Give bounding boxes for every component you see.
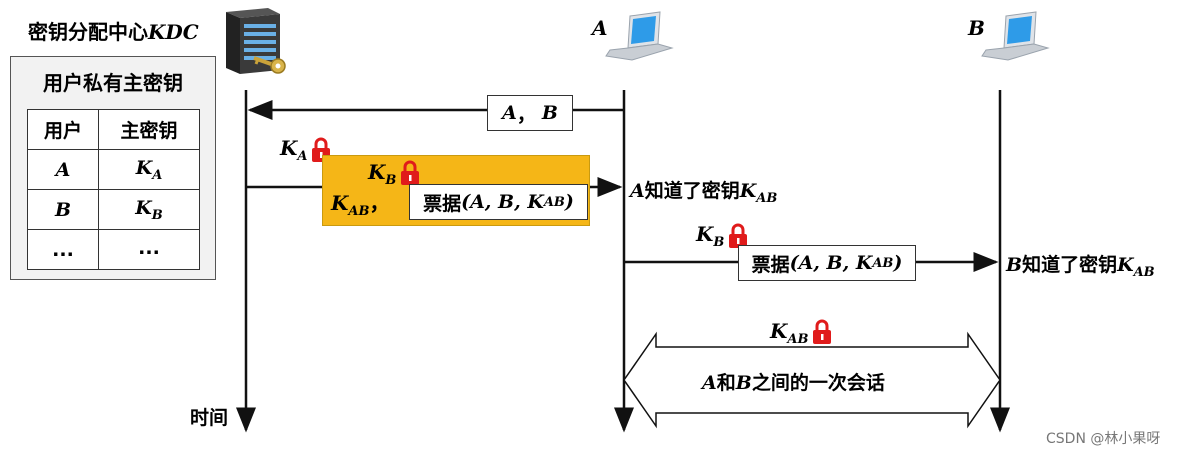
watermark: CSDN @林小果呀: [1046, 431, 1161, 447]
b-knows-label: B知道了密钥KAB: [1006, 254, 1155, 280]
lock-icon: [813, 319, 831, 344]
time-axis-label: 时间: [190, 407, 229, 429]
lock-icon: [729, 223, 747, 248]
cell-key: KB: [98, 189, 200, 230]
master-key-panel: 用户私有主密钥 用户 主密钥 A KA B KB ... ...: [10, 56, 216, 280]
ticket-key-label: KB: [696, 222, 725, 250]
table-row: ... ...: [27, 229, 200, 270]
table-row: A KA: [27, 149, 200, 190]
laptop-a-icon: [605, 11, 674, 61]
table-row: B KB: [27, 189, 200, 230]
lock-icon: [401, 160, 419, 185]
cell-user: A: [27, 149, 99, 190]
session-key-in-reply: KAB，: [331, 191, 390, 219]
key-icon: [253, 56, 286, 74]
header-user: 用户: [27, 109, 99, 150]
outer-key-label: KA: [280, 136, 308, 164]
laptop-b-icon: [981, 11, 1050, 61]
server-icon: [226, 8, 280, 74]
master-key-panel-title: 用户私有主密钥: [43, 71, 183, 95]
session-double-arrow: [623, 331, 1001, 429]
cell-user: ...: [27, 229, 99, 270]
cell-key: ...: [98, 229, 200, 270]
session-label: A和B之间的一次会话: [702, 372, 885, 394]
a-knows-label: A知道了密钥KAB: [630, 180, 778, 206]
header-key: 主密钥: [98, 109, 200, 150]
table-header-row: 用户 主密钥: [27, 109, 200, 150]
kdc-title: 密钥分配中心KDC: [28, 20, 199, 44]
master-key-table: 用户 主密钥 A KA B KB ... ...: [27, 109, 200, 270]
inner-key-label: KB: [368, 160, 397, 188]
session-key-label: KAB: [770, 319, 809, 347]
host-a-label: A: [592, 16, 608, 40]
host-b-label: B: [968, 16, 985, 40]
cell-user: B: [27, 189, 99, 230]
cell-key: KA: [98, 149, 200, 190]
request-box: A，B: [487, 95, 573, 131]
